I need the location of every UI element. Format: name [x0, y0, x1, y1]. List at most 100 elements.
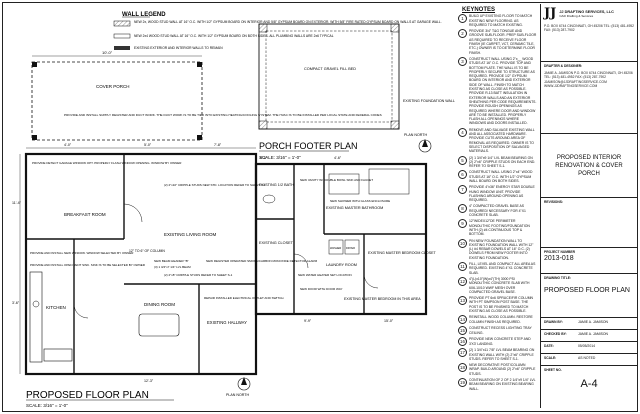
room-existing-hallway: EXISTING HALLWAY: [207, 320, 247, 325]
keynotes-title: KEYNOTES: [462, 7, 496, 13]
keynote-text: CONSTRUCT WALL USING 2"x__ WOOD STUDS AT…: [469, 56, 537, 126]
dim-porch-width: 10'-0": [102, 50, 113, 55]
note-master-bed: EXISTING MASTER BEDROOM IN THIS AREA: [344, 297, 421, 301]
dim-6: 3'-6": [12, 301, 20, 305]
note-outlet: REPAIR INSTALLED ELECTRICAL OUTLET AND S…: [204, 296, 284, 300]
firm-address: P.O. BOX 6744 CINCINNATI, OH 45206 TEL: …: [544, 24, 634, 33]
keynote-number: 18: [458, 363, 467, 373]
legend-item-1: NEW 2x, WOOD STUD WALL AT 16" O.C. WITH …: [134, 20, 442, 24]
porch-plan-scale: SCALE: 3/16" = 1'-0": [259, 155, 301, 160]
porch-footer-plan: COMPACT GRAVEL FILL BED PORCH FOOTER PLA…: [258, 23, 455, 160]
drafter-info: JAMIE A. JAMISON P.O. BOX 6744 CINCINNAT…: [544, 71, 633, 88]
wall-legend: WALL LEGEND NEW 2x, WOOD STUD WALL AT 16…: [113, 12, 442, 50]
drawn-by-label: DRAWN BY:: [544, 320, 563, 324]
cover-porch: 10'-0" COVER PORCH PROVIDE AND INSTALL S…: [31, 50, 382, 141]
legend-swatch-exterior: [113, 20, 131, 27]
header-4: NEW BEAM HEADER "B": [154, 259, 189, 263]
dim-8: 9'-9": [304, 319, 312, 323]
note-smoke-detector: NEW REGISTER OPERATED SMOKE/CARBON MONOX…: [206, 259, 318, 263]
wall-legend-title: WALL LEGEND: [122, 12, 166, 18]
keynote-text: PROVIDE PT 6x6 SPRUCE/FIR COLUMN WITH PT…: [469, 296, 533, 313]
keynote-number: 15: [458, 326, 467, 336]
keynote-number: 13: [458, 296, 467, 306]
sheet-number: A-4: [580, 378, 598, 390]
room-kitchen: KITCHEN: [46, 305, 66, 310]
date-row: DATE: 05/05/2014: [541, 342, 637, 354]
keynote-text: PROVIDE 4"x36" ENERGY STAR DOUBLE HUNG W…: [469, 185, 535, 203]
room-cover-porch: COVER PORCH: [96, 84, 130, 89]
firm-subtitle: CAD Drafting & Services: [559, 13, 594, 18]
dim-4: 7'-8": [214, 143, 222, 147]
keynote-item: 5(2) 1 3/4"x9 1/4" LVL BEAM BEARING ON (…: [458, 155, 537, 169]
keynote-text: CONTINUATION OF 2 OF 2 1/4"x9 1/4" LVL B…: [469, 378, 536, 391]
porch-plan-title: PORCH FOOTER PLAN: [259, 141, 358, 151]
porch-plan-north: PLAN NORTH: [404, 133, 428, 137]
keynote-number: 7: [458, 185, 467, 195]
firm-block: JJ JJ DRAFTING SERVICES, LLC CAD Draftin…: [541, 4, 637, 62]
header-1: (2) 2"x10" CRIPPLE STUDS NEW STD. LOCATI…: [164, 183, 266, 187]
keynote-text: CONSTRUCT RECESS LIGHTING TRAY CEILING.: [469, 326, 532, 335]
room-breakfast: BREAKFAST ROOM: [64, 212, 106, 217]
drafter-block: DRAFTER & DESIGNER: JAMIE A. JAMISON P.O…: [541, 62, 637, 134]
keynote-text: 4"(L)x10"(W)x4"(TH) 3000 PSI MONOLITHIC …: [469, 276, 530, 294]
checked-by-label: CHECKED BY:: [544, 332, 567, 336]
keynote-number: 5: [458, 155, 467, 165]
floor-plan-scale: SCALE: 3/16" = 1'-0": [26, 403, 68, 408]
dim-7: 12'-3": [144, 379, 154, 383]
room-master-closet: EXISTING MASTER BEDROOM CLOSET: [368, 251, 436, 255]
keynote-text: (2) 1 3/4"x9 1/4" LVL BEAM BEARING ON (2…: [469, 155, 536, 169]
date: 05/05/2014: [578, 344, 595, 348]
header-5: (3) 1 3/4"x7 1/4" LVL BEAM: [154, 265, 191, 269]
keynote-number: 9: [458, 219, 467, 229]
project-name-block: PROPOSED INTERIOR RENOVATION & COVER POR…: [541, 134, 637, 198]
keynote-text: 12"WIDEX12"DE PERIMETER MONOLITHIC FOOTI…: [469, 219, 530, 237]
keynote-text: NEW DECORATIVE POST/COLUMN WRAP. BUILD A…: [469, 363, 536, 376]
keynote-number: 19: [458, 378, 467, 388]
note-new-door: NEW DOOR WITH DOOR WAY: [300, 287, 343, 291]
dim-10: 6'-0": [260, 156, 268, 160]
keynote-number: 17: [458, 348, 467, 358]
revisions-label: REVISIONS:: [544, 200, 564, 204]
dim-5: 11'-4": [12, 201, 22, 205]
room-master-bath: EXISTING MASTER BATHROOM: [326, 206, 383, 210]
drawing-title-block: DRAWING TITLE: PROPOSED FLOOR PLAN: [541, 274, 637, 318]
keynote-text: PROVIDE 3/4" T&G TONGUE AND GROOVE SUB-F…: [469, 29, 537, 55]
scale-row: SCALE: AS NOTED: [541, 354, 637, 366]
date-label: DATE:: [544, 344, 554, 348]
note-shower: NEW SHOWER WITH GLASS ENCLOSURE: [330, 199, 390, 203]
label-compact-gravel: COMPACT GRAVEL FILL BED: [304, 67, 356, 71]
label-dryer: DRYER: [346, 246, 355, 250]
keynote-number: 4: [458, 127, 467, 137]
note-vanity: NEW VANITY W/ DOUBLE BOWL SINK AND FAUCE…: [300, 178, 373, 182]
label-foundation-wall: EXISTING FOUNDATION WALL: [403, 99, 455, 103]
dim-9: 15'-0": [384, 319, 394, 323]
keynote-number: 16: [458, 337, 467, 347]
dim-2: 4'-0": [64, 143, 72, 147]
floor-plan-north: PLAN NORTH: [226, 393, 250, 397]
keynote-text: PROVIDE NEW CONCRETE STEP AND 3'X3' LAND…: [469, 337, 531, 346]
keynote-text: 4" COMPACTED GRAVEL BASE AS REQUIRED/ NE…: [469, 204, 526, 218]
header-2: 12" TO 6" OF COLUMN: [129, 249, 165, 253]
revisions-block: REVISIONS:: [541, 198, 637, 248]
note-new-window: PROVIDE AND INSTALL NEW WINDOW. WINDOW S…: [30, 251, 134, 255]
room-dining: DINING ROOM: [144, 302, 175, 307]
drafter-label: DRAFTER & DESIGNER:: [544, 64, 583, 68]
room-existing-closet: EXISTING CLOSET: [259, 241, 294, 245]
keynote-number: 10: [458, 238, 467, 248]
room-existing-bath: EXISTING 1/2 BATH: [259, 183, 294, 187]
dim-11: 4'-6": [334, 156, 342, 160]
room-existing-living: EXISTING LIVING ROOM: [164, 232, 217, 237]
drawing-title-label: DRAWING TITLE:: [544, 276, 572, 280]
keynote-item: 17(2) 1 3/4"x11 7/8" LVL BEAM BEARING ON…: [458, 348, 537, 361]
